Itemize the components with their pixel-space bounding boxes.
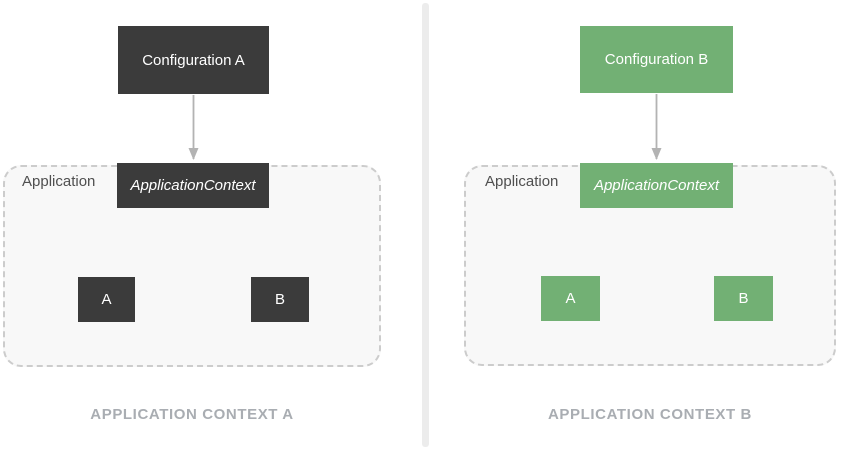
caption-context-b: APPLICATION CONTEXT B xyxy=(548,406,752,423)
bean-b-box-panel-a: B xyxy=(251,277,309,322)
panel-divider xyxy=(422,3,429,447)
bean-b-box-panel-b: B xyxy=(714,276,773,321)
bean-a-box-panel-b: A xyxy=(541,276,600,321)
bean-a-box-panel-a: A xyxy=(78,277,135,322)
configuration-b-box: Configuration B xyxy=(580,26,733,93)
configuration-a-box: Configuration A xyxy=(118,26,269,94)
caption-context-a: APPLICATION CONTEXT A xyxy=(90,406,294,423)
application-context-box-b: ApplicationContext xyxy=(580,163,733,208)
application-label-b: Application xyxy=(485,173,559,190)
application-context-box-a: ApplicationContext xyxy=(117,163,269,208)
application-label-a: Application xyxy=(22,173,96,190)
